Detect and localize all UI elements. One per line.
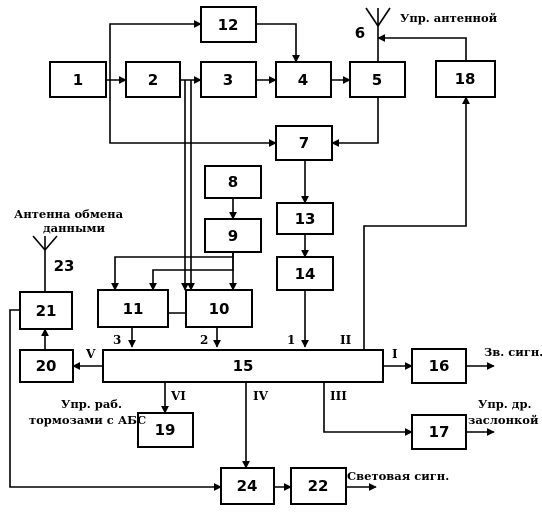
block-7: 7	[275, 125, 333, 161]
block-12: 12	[200, 6, 257, 43]
data-antenna-label-line2: данными	[43, 221, 105, 235]
port-2-label: 2	[200, 333, 208, 347]
block-8-label: 8	[228, 173, 238, 191]
block-18: 18	[435, 60, 496, 98]
antenna-control-label: Упр. антенной	[400, 11, 498, 25]
block-12-label: 12	[218, 16, 239, 34]
block-15-label: 15	[233, 357, 254, 375]
wire-1-to-12	[109, 20, 202, 80]
wire-5-to-7	[331, 97, 379, 147]
block-9-label: 9	[228, 227, 238, 245]
block-10-label: 10	[209, 300, 230, 318]
block-17: 17	[411, 414, 467, 450]
throttle-label-line2: заслонкой	[468, 413, 539, 427]
block-15: 15	[102, 349, 384, 383]
block-5: 5	[349, 61, 406, 98]
block-16: 16	[411, 348, 467, 384]
sound-signal-label: Зв. сигн.	[484, 345, 542, 359]
block-19-label: 19	[155, 421, 176, 439]
block-20: 20	[19, 349, 74, 383]
wire-15-to-17	[323, 382, 413, 436]
block-24: 24	[220, 467, 275, 505]
block-3-label: 3	[223, 71, 233, 89]
light-signal-label: Световая сигн.	[347, 469, 449, 483]
port-I-label: I	[392, 347, 398, 361]
block-1: 1	[49, 61, 107, 98]
wire-1-to-7	[109, 80, 277, 147]
antenna-6-number: 6	[355, 24, 365, 42]
wire-15-to-18	[363, 96, 470, 350]
brakes-label-line1: Упр. раб.	[61, 397, 122, 411]
block-22: 22	[290, 467, 347, 505]
wire-12-to-4	[256, 23, 300, 63]
port-1-label: 1	[287, 333, 295, 347]
wire-9-to-11-outer	[111, 252, 234, 291]
block-14-label: 14	[295, 265, 316, 283]
block-19: 19	[137, 412, 194, 448]
antenna-23-number: 23	[54, 257, 75, 275]
block-11: 11	[97, 289, 169, 328]
block-10: 10	[185, 289, 253, 328]
block-13: 13	[276, 202, 334, 235]
brakes-label-line2: тормозами с АБС	[29, 413, 146, 427]
block-13-label: 13	[295, 210, 316, 228]
block-18-label: 18	[455, 70, 476, 88]
wire-18-to-antenna	[377, 34, 467, 61]
port-III-label: III	[330, 389, 347, 403]
block-21: 21	[19, 291, 73, 330]
port-V-label: V	[85, 347, 96, 361]
block-14: 14	[276, 256, 334, 291]
port-IV-label: IV	[253, 389, 269, 403]
port-II-label: II	[340, 333, 352, 347]
block-17-label: 17	[429, 423, 450, 441]
block-22-label: 22	[308, 477, 329, 495]
block-4: 4	[275, 61, 332, 98]
port-VI-label: VI	[170, 389, 186, 403]
throttle-label-line1: Упр. др.	[478, 397, 532, 411]
block-3: 3	[200, 61, 257, 98]
block-9: 9	[204, 218, 262, 253]
antenna-23-icon	[32, 235, 58, 265]
block-2-label: 2	[148, 71, 158, 89]
block-2: 2	[125, 61, 181, 98]
port-3-label: 3	[113, 333, 121, 347]
block-8: 8	[204, 165, 262, 199]
block-4-label: 4	[298, 71, 308, 89]
block-5-label: 5	[372, 71, 382, 89]
block-7-label: 7	[299, 134, 309, 152]
wire-21-to-24	[9, 309, 222, 491]
block-1-label: 1	[73, 71, 83, 89]
block-16-label: 16	[429, 357, 450, 375]
block-11-label: 11	[123, 300, 144, 318]
connections	[9, 20, 495, 491]
antenna-6-icon	[365, 7, 391, 41]
block-20-label: 20	[36, 357, 57, 375]
data-antenna-label-line1: Антенна обмена	[14, 207, 124, 221]
block-24-label: 24	[237, 477, 258, 495]
block-21-label: 21	[36, 302, 57, 320]
